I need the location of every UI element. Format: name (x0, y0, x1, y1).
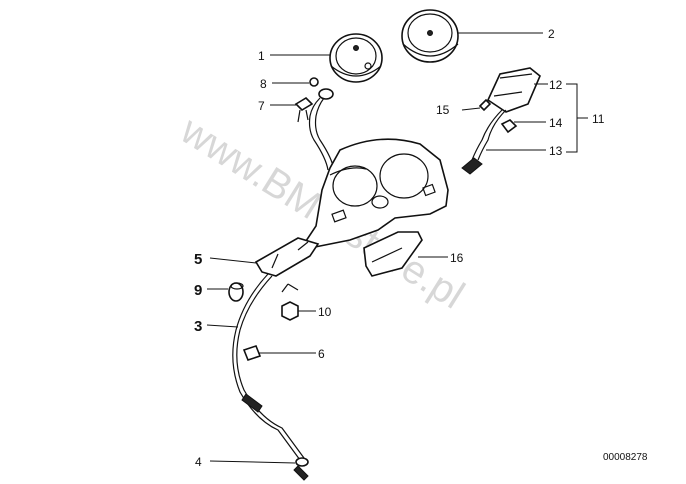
callout-3: 3 (194, 318, 202, 335)
cover-16[interactable] (363, 231, 423, 277)
switch-assembly-12[interactable] (461, 67, 541, 175)
cable-connector[interactable] (308, 88, 335, 171)
callout-16: 16 (450, 251, 464, 265)
callout-labels: 1 2 8 7 5 9 3 4 10 6 16 12 15 14 13 11 (194, 27, 605, 469)
callout-15: 15 (436, 103, 450, 117)
speedometer-cable-3[interactable] (232, 273, 305, 461)
callout-12: 12 (549, 78, 563, 92)
socket-7[interactable] (294, 96, 314, 123)
callout-1: 1 (258, 49, 265, 63)
nut-10[interactable] (281, 283, 299, 321)
instrument-housing[interactable] (298, 138, 449, 252)
leader-lines (206, 32, 588, 464)
callout-13: 13 (549, 144, 563, 158)
clip-6[interactable] (242, 345, 262, 361)
bulb-14[interactable] (500, 119, 518, 134)
cable-end-4[interactable] (293, 457, 309, 481)
grommet-9[interactable] (228, 282, 244, 302)
callout-11: 11 (592, 112, 605, 126)
callout-6: 6 (318, 347, 325, 361)
callout-14: 14 (549, 116, 563, 130)
callout-9: 9 (194, 282, 202, 299)
bracket-5[interactable] (254, 237, 320, 277)
drawing-number: 00008278 (603, 452, 648, 463)
bulb-8[interactable] (309, 77, 319, 87)
screw-15[interactable] (478, 98, 492, 112)
callout-5: 5 (194, 251, 202, 268)
callout-4: 4 (195, 455, 202, 469)
gauge-2[interactable] (401, 9, 459, 63)
callout-8: 8 (260, 77, 267, 91)
callout-7: 7 (258, 99, 265, 113)
callout-2: 2 (548, 27, 555, 41)
callout-10: 10 (318, 305, 332, 319)
gauge-1[interactable] (329, 33, 383, 83)
